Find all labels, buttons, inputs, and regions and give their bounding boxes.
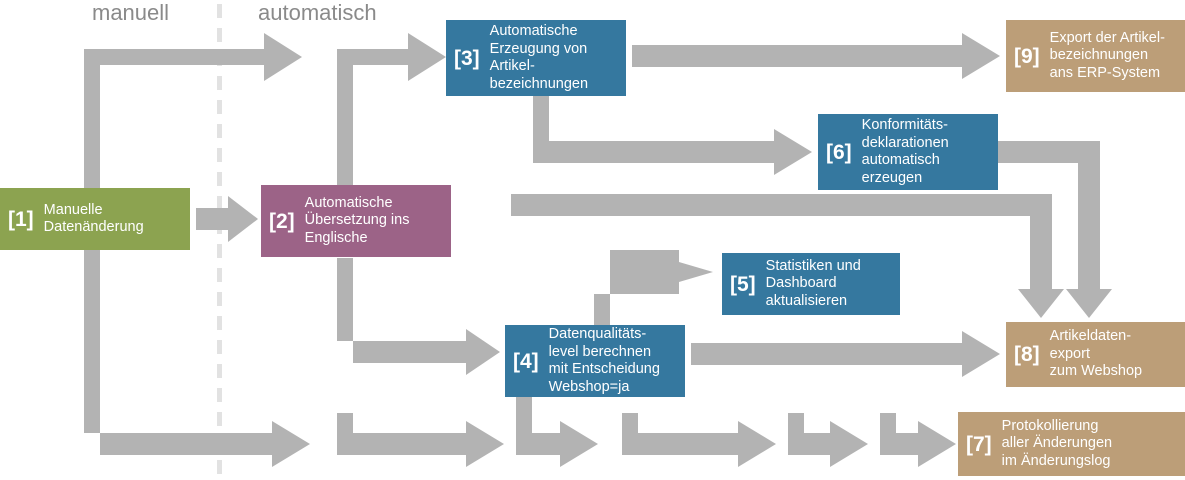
node-9-label: Export der Artikel- bezeichnungen ans ER… (1049, 29, 1165, 81)
connector-1-to-2 (196, 196, 258, 242)
node-5-statistiken-dashboard[interactable]: [5] Statistiken und Dashboard aktualisie… (722, 253, 900, 315)
connector-bottom-to-7 (880, 413, 956, 467)
node-3-tag: [3] (454, 46, 480, 70)
connector-4-to-5 (594, 250, 713, 325)
node-2-label: Automatische Übersetzung ins Englische (304, 194, 410, 246)
connector-3-to-6 (533, 96, 812, 175)
node-2-tag: [2] (269, 209, 295, 233)
connector-bottom-segment-2 (337, 413, 504, 467)
node-3-automatische-erzeugung[interactable]: [3] Automatische Erzeugung von Artikel- … (446, 20, 626, 96)
node-1-tag: [1] (8, 207, 34, 231)
connector-3-to-9 (632, 33, 1000, 79)
node-8-label: Artikeldaten- export zum Webshop (1049, 328, 1143, 380)
connector-4-to-8 (691, 331, 1000, 377)
node-1-manuelle-datenaenderung[interactable]: [1] Manuelle Datenänderung (0, 188, 190, 250)
node-9-tag: [9] (1014, 44, 1040, 68)
connector-2-to-4 (337, 258, 500, 375)
node-1-label: Manuelle Datenänderung (43, 201, 144, 236)
node-8-artikeldatenexport[interactable]: [8] Artikeldaten- export zum Webshop (1006, 322, 1185, 387)
node-2-automatische-uebersetzung[interactable]: [2] Automatische Übersetzung ins Englisc… (261, 185, 451, 257)
node-6-tag: [6] (826, 140, 852, 164)
node-7-label: Protokollierung aller Änderungen im Ände… (1001, 417, 1113, 469)
node-7-tag: [7] (966, 432, 992, 456)
connector-2-to-3 (337, 33, 446, 185)
node-9-export-artikelbezeichnungen[interactable]: [9] Export der Artikel- bezeichnungen an… (1006, 20, 1185, 92)
connector-3-to-8 (511, 96, 1064, 318)
connector-bottom-segment-4 (622, 413, 776, 467)
swimlane-divider (217, 4, 222, 476)
node-5-tag: [5] (730, 272, 756, 296)
connector-bottom-segment-3 (516, 397, 598, 467)
node-6-konformitaetsdeklarationen[interactable]: [6] Konformitäts- deklarationen automati… (818, 114, 998, 190)
node-3-label: Automatische Erzeugung von Artikel- beze… (489, 23, 589, 92)
swimlane-label-automatisch: automatisch (258, 0, 377, 25)
node-4-datenqualitaetslevel[interactable]: [4] Datenqualitäts- level berechnen mit … (505, 325, 685, 397)
connector-bottom-from-1 (84, 250, 310, 467)
node-7-protokollierung[interactable]: [7] Protokollierung aller Änderungen im … (958, 412, 1185, 476)
node-5-label: Statistiken und Dashboard aktualisieren (765, 257, 861, 309)
connector-1-top-rail (84, 33, 302, 228)
connector-bottom-segment-5 (788, 413, 868, 467)
node-4-label: Datenqualitäts- level berechnen mit Ents… (548, 326, 660, 395)
connector-6-to-8 (998, 141, 1112, 318)
node-6-label: Konformitäts- deklarationen automatisch … (861, 117, 949, 186)
node-8-tag: [8] (1014, 343, 1040, 366)
swimlane-label-manuell: manuell (92, 0, 170, 25)
node-4-tag: [4] (513, 349, 539, 373)
